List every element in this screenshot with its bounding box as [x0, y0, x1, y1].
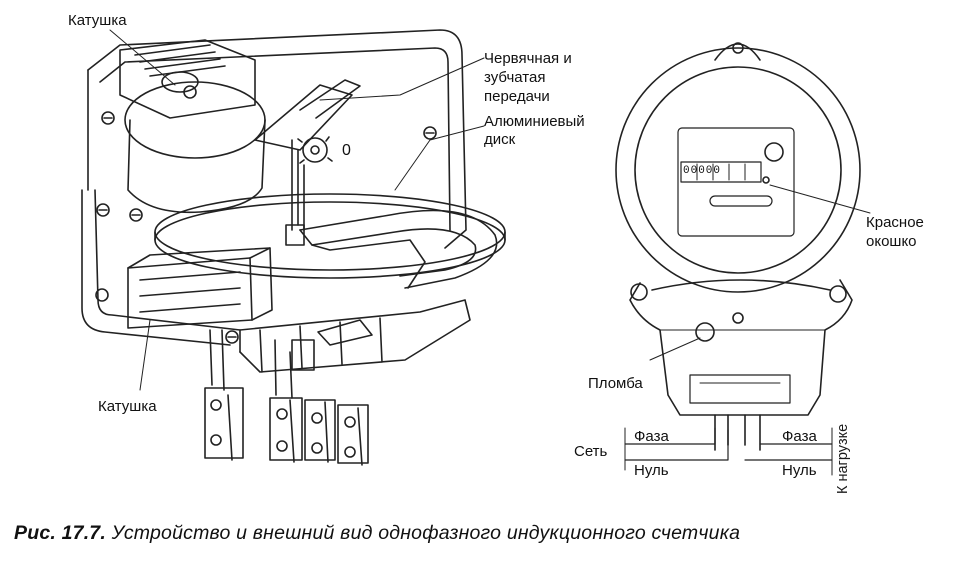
- label-aluminum-disk-2: диск: [484, 131, 516, 148]
- seal-mark: [695, 322, 715, 342]
- label-to-load: К нагрузке: [835, 423, 851, 494]
- current-coil: [127, 247, 273, 329]
- leader-coil-top: [109, 29, 176, 86]
- voltage-coil: [119, 39, 266, 214]
- label-coil-top: Катушка: [68, 12, 127, 29]
- leader-gears: [319, 57, 485, 101]
- label-zero-mark: 0: [342, 142, 351, 159]
- meter-external-view: [615, 42, 871, 476]
- label-aluminum-disk-1: Алюминиевый: [484, 113, 585, 130]
- red-window: [709, 195, 773, 207]
- label-red-window-2: окошко: [866, 233, 917, 250]
- gear-train: [254, 79, 361, 246]
- label-network: Сеть: [574, 443, 608, 460]
- label-phase-left: Фаза: [634, 428, 669, 445]
- figure-caption: Рис. 17.7. Устройство и внешний вид одно…: [14, 522, 740, 545]
- label-seal: Пломба: [588, 375, 643, 392]
- counter-window: [680, 161, 762, 183]
- label-neutral-right: Нуль: [782, 462, 817, 479]
- aluminum-disk: [154, 193, 506, 279]
- leader-disk: [394, 125, 485, 191]
- terminal-blocks: [204, 387, 369, 466]
- label-worm-gear-1: Червячная и: [484, 50, 572, 67]
- label-coil-bottom: Катушка: [98, 398, 157, 415]
- label-worm-gear-3: передачи: [484, 88, 550, 105]
- label-phase-right: Фаза: [782, 428, 817, 445]
- mechanism-illustration: [81, 29, 506, 466]
- label-red-window-1: Красное: [866, 214, 924, 231]
- brake-magnet: [299, 209, 498, 289]
- caption-prefix: Рис. 17.7.: [14, 522, 106, 544]
- chassis-base: [239, 299, 471, 373]
- meter-counter-digits: 00000: [683, 165, 722, 177]
- frame-screws: [95, 111, 437, 344]
- leader-coil-bottom: [139, 319, 151, 391]
- label-worm-gear-2: зубчатая: [484, 69, 546, 86]
- caption-text: Устройство и внешний вид однофазного инд…: [111, 522, 741, 544]
- label-neutral-left: Нуль: [634, 462, 669, 479]
